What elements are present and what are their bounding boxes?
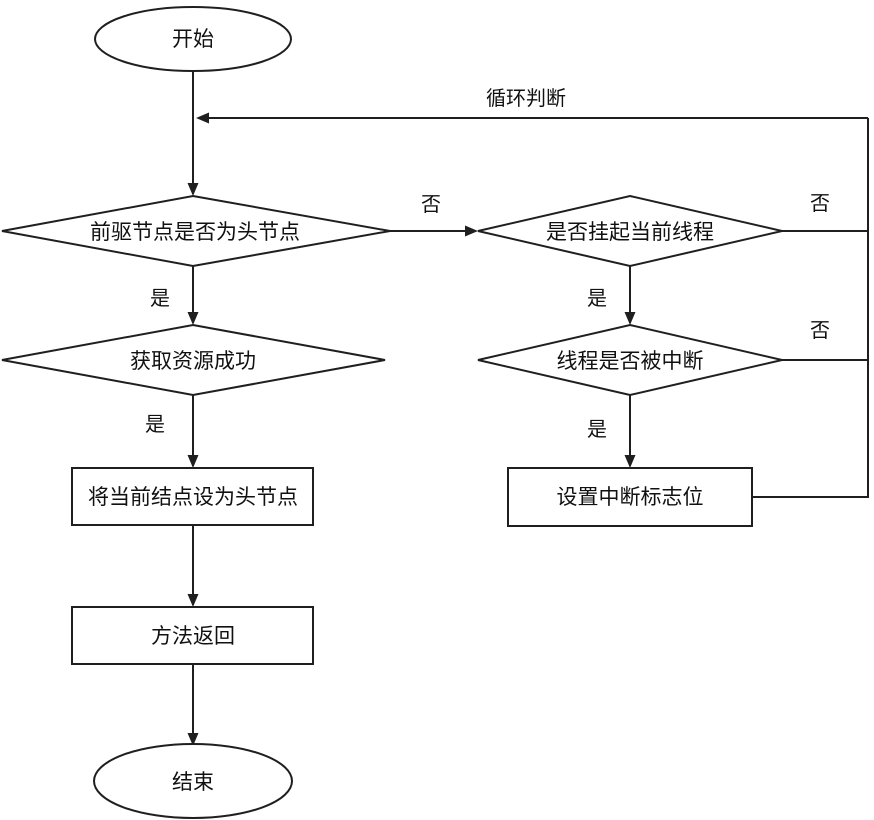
node-thread-interrupted-label: 线程是否被中断 <box>557 350 704 373</box>
edge-label-park-no: 否 <box>810 193 830 215</box>
node-pred-is-head-label: 前驱节点是否为头节点 <box>90 221 300 244</box>
arrowhead-into-end <box>187 733 199 746</box>
node-pred-is-head <box>1 194 391 268</box>
arrowhead-into-interrupted <box>624 312 636 325</box>
arrowhead-into-pred <box>187 183 199 196</box>
edge-label-interrupted-yes: 是 <box>587 419 607 441</box>
arrowhead-into-acquire <box>187 312 199 325</box>
arrowhead-into-set-head <box>187 455 199 468</box>
arrowhead-into-return <box>187 594 199 607</box>
node-set-current-as-head <box>71 467 314 526</box>
node-start <box>94 6 292 72</box>
node-method-return <box>71 606 314 665</box>
edge-label-interrupted-no: 否 <box>810 320 830 342</box>
node-acquire-success <box>1 323 386 397</box>
edge-label-park-yes: 是 <box>587 288 607 310</box>
arrowhead-loop-back <box>196 112 209 124</box>
node-thread-interrupted <box>477 323 783 397</box>
node-set-current-as-head-label: 将当前结点设为头节点 <box>88 486 298 509</box>
node-end-label: 结束 <box>172 771 214 794</box>
node-set-interrupt-flag-label: 设置中断标志位 <box>557 486 704 509</box>
edge-label-loop: 循环判断 <box>486 87 566 110</box>
node-method-return-label: 方法返回 <box>151 625 235 648</box>
edge-label-pred-yes: 是 <box>150 288 170 310</box>
arrowhead-into-park <box>465 225 478 237</box>
node-end <box>93 743 293 819</box>
node-start-label: 开始 <box>172 28 214 51</box>
node-park-current-thread <box>477 194 783 268</box>
edge-label-acquire-yes: 是 <box>145 414 165 436</box>
arrowhead-into-set-flag <box>624 455 636 468</box>
node-park-current-thread-label: 是否挂起当前线程 <box>546 221 714 244</box>
node-acquire-success-label: 获取资源成功 <box>130 350 256 373</box>
node-set-interrupt-flag <box>507 467 753 527</box>
edge-label-pred-no: 否 <box>421 194 441 216</box>
